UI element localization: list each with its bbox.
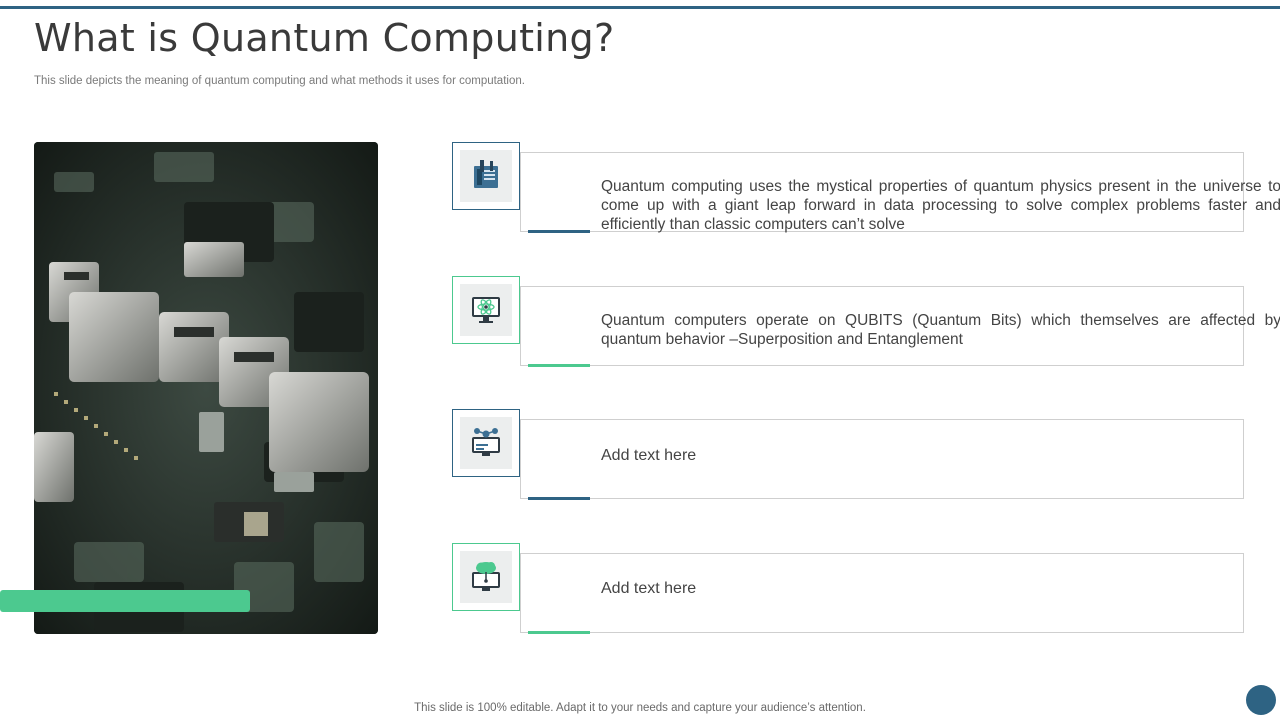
item-text: Quantum computers operate on QUBITS (Qua…: [601, 312, 1280, 348]
monitor-atom-icon: [452, 276, 520, 344]
list-item: Add text here: [452, 543, 1244, 634]
item-underline: [528, 364, 590, 367]
item-card: Quantum computing uses the mystical prop…: [520, 152, 1280, 233]
accent-bar: [0, 590, 250, 612]
item-underline: [528, 497, 590, 500]
item-text: Add text here: [601, 447, 697, 464]
page-title: What is Quantum Computing?: [34, 16, 615, 60]
document-tools-icon: [452, 142, 520, 210]
list-item: Add text here: [452, 409, 1244, 500]
item-card: Add text here: [520, 553, 1244, 633]
item-underline: [528, 631, 590, 634]
item-text: Quantum computing uses the mystical prop…: [601, 178, 1280, 233]
monitor-cloud-icon: [452, 543, 520, 611]
monitor-network-icon: [452, 409, 520, 477]
footer-note: This slide is 100% editable. Adapt it to…: [414, 702, 866, 714]
item-text: Add text here: [601, 580, 697, 597]
page-subtitle: This slide depicts the meaning of quantu…: [34, 75, 525, 87]
top-rule: [0, 6, 1280, 9]
item-card: Quantum computers operate on QUBITS (Qua…: [520, 286, 1280, 366]
item-underline: [528, 230, 590, 233]
list-item: Quantum computers operate on QUBITS (Qua…: [452, 276, 1280, 367]
item-card: Add text here: [520, 419, 1244, 499]
circuit-board-photo: [34, 142, 378, 634]
page-indicator[interactable]: [1246, 685, 1276, 715]
list-item: Quantum computing uses the mystical prop…: [452, 142, 1280, 233]
